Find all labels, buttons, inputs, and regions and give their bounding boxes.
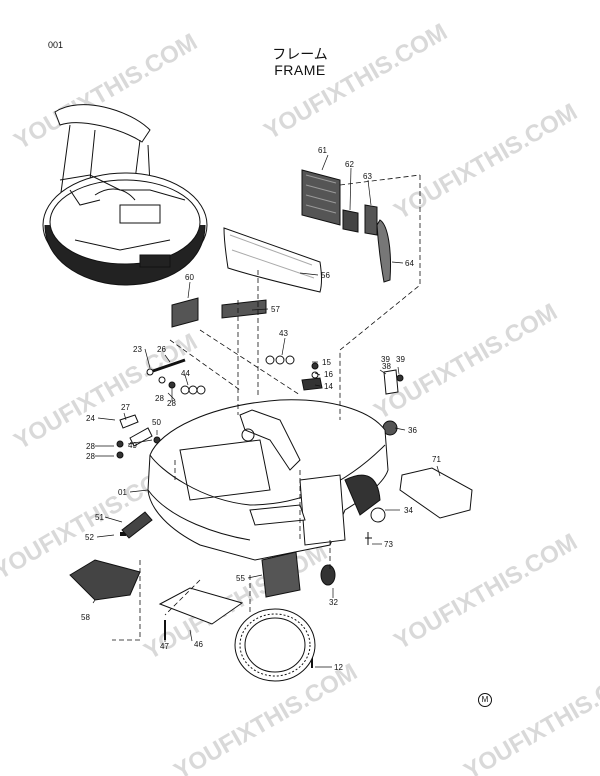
callout-label: 28 <box>155 394 164 403</box>
callout-label: 14 <box>324 382 333 391</box>
callout-label: 62 <box>345 160 354 169</box>
watermark-text: YOUFIXTHIS.COM <box>260 18 452 145</box>
callout-label: 47 <box>160 642 169 651</box>
part-62-block <box>342 209 359 233</box>
callout-label: 60 <box>185 273 194 282</box>
page-number: 001 <box>48 40 64 50</box>
page-title: FRAME <box>274 62 326 78</box>
manual-symbol: M <box>478 693 492 707</box>
callout-label: 28 <box>86 442 95 451</box>
callout-label: 58 <box>81 613 90 622</box>
callout-label: 36 <box>408 426 417 435</box>
callout-label: 43 <box>279 329 288 338</box>
watermark-text: YOUFIXTHIS.COM <box>390 528 582 655</box>
callout-label: 55 <box>236 574 245 583</box>
callout-label: 15 <box>322 358 331 367</box>
guide-lines <box>112 174 421 641</box>
part-01-main-frame <box>147 399 389 561</box>
leader-lines <box>92 154 441 668</box>
part-57-pad <box>221 299 267 319</box>
callout-label: 26 <box>157 345 166 354</box>
part-46-plate <box>158 587 244 625</box>
watermark-text: YOUFIXTHIS.COM <box>460 658 600 776</box>
callout-label: 01 <box>118 488 127 497</box>
hardware-parts <box>116 355 404 668</box>
callout-label: 28 <box>86 452 95 461</box>
callout-label: 27 <box>121 403 130 412</box>
callout-label: 50 <box>152 418 161 427</box>
part-55-pad <box>261 551 301 598</box>
callout-label: 24 <box>86 414 95 423</box>
callout-label: 16 <box>324 370 333 379</box>
callout-label: 61 <box>318 146 327 155</box>
callout-label: 63 <box>363 172 372 181</box>
callout-label: 39 <box>396 355 405 364</box>
part-58-mat <box>69 559 141 601</box>
callout-label: 51 <box>95 513 104 522</box>
callout-label: 34 <box>404 506 413 515</box>
part-61-filter-panel <box>301 169 341 226</box>
callout-label: 32 <box>329 598 338 607</box>
callout-label: 12 <box>334 663 343 672</box>
callout-label: 49 <box>128 441 137 450</box>
excavator-overview <box>42 104 208 286</box>
watermark-text: YOUFIXTHIS.COM <box>10 28 202 155</box>
part-60-pad <box>171 297 199 328</box>
callout-label: 28 <box>167 399 176 408</box>
part-71-plate <box>399 467 473 519</box>
callout-label: 56 <box>321 271 330 280</box>
callout-label: 39 <box>381 355 390 364</box>
slewing-ring <box>234 608 316 682</box>
part-56-panel <box>223 227 322 293</box>
callout-label: 44 <box>181 369 190 378</box>
callout-label: 64 <box>405 259 414 268</box>
callout-labels: 61 62 63 64 56 60 57 43 23 26 15 39 44 1… <box>81 146 441 672</box>
callout-label: 73 <box>384 540 393 549</box>
callout-label: 57 <box>271 305 280 314</box>
callout-label: 23 <box>133 345 142 354</box>
callout-label: 71 <box>432 455 441 464</box>
page-title-japanese: フレーム <box>272 46 328 62</box>
part-51-cylinder <box>121 511 153 539</box>
part-64-bracket <box>376 219 391 283</box>
callout-label: 38 <box>382 362 391 371</box>
watermark-text: YOUFIXTHIS.COM <box>390 98 582 225</box>
callout-label: 52 <box>85 533 94 542</box>
callout-label: 46 <box>194 640 203 649</box>
part-63-plate <box>364 204 378 236</box>
